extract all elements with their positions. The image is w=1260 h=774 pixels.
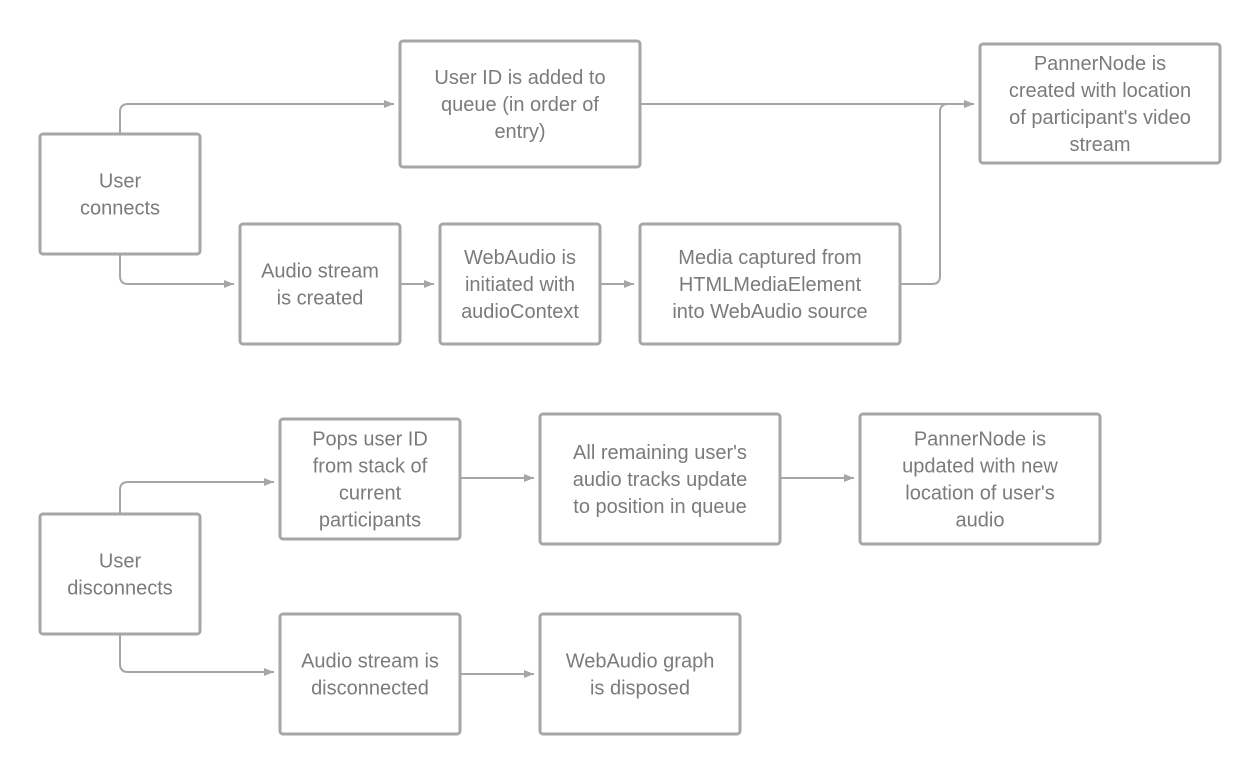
node-label-line: PannerNode is	[1034, 53, 1166, 75]
node-label-line: created with location	[1009, 80, 1191, 102]
node-remaining-audio-tracks-update: All remaining user's audio tracks update t…	[538, 412, 782, 546]
node-label-line: participants	[319, 510, 421, 532]
node-label-line: disconnected	[311, 678, 429, 700]
node-frame	[538, 612, 742, 736]
node-label-line: WebAudio graph	[566, 651, 715, 673]
node-frame	[858, 412, 1102, 546]
node-label-line: entry)	[494, 121, 545, 143]
arrow-media-captured-to-panner-created	[901, 100, 974, 285]
node-label-line: into WebAudio source	[672, 301, 867, 323]
node-frame	[278, 612, 462, 736]
node-panner-node-created: PannerNode is created with location of par…	[978, 42, 1222, 165]
connectors-connect-flow	[119, 100, 974, 288]
node-label-line: Media captured from	[678, 247, 861, 269]
node-frame	[638, 222, 902, 346]
arrow-user-connects-to-audio-stream	[119, 254, 234, 288]
arrow-user-connects-to-queue	[119, 100, 394, 134]
node-label-line: User	[99, 551, 142, 573]
arrow-user-disconnects-to-stream-disconnected	[119, 634, 274, 676]
node-label-line: is disposed	[590, 678, 690, 700]
node-label-line: updated with new	[902, 456, 1058, 478]
node-label-line: Audio stream is	[301, 651, 439, 673]
node-label-line: location of user's	[905, 483, 1054, 505]
node-label-line: audio tracks update	[573, 469, 748, 491]
node-user-connects: User connects	[38, 132, 202, 256]
node-label-line: connects	[80, 198, 160, 220]
node-frame	[398, 39, 642, 169]
node-label-line: audio	[956, 510, 1005, 532]
node-label-line: of participant's video	[1009, 107, 1191, 129]
node-webaudio-initiated: WebAudio is initiated with audioContext	[438, 222, 602, 346]
node-frame	[38, 512, 202, 636]
node-label-line: audioContext	[461, 301, 579, 323]
node-label-line: from stack of	[313, 456, 428, 478]
node-pops-user-id: Pops user ID from stack of current particip…	[278, 417, 462, 541]
node-label-line: WebAudio is	[464, 247, 576, 269]
node-label-line: User	[99, 171, 142, 193]
node-label-line: disconnects	[67, 578, 173, 600]
node-frame	[978, 42, 1222, 165]
node-frame	[438, 222, 602, 346]
node-label-line: PannerNode is	[914, 429, 1046, 451]
node-audio-stream-disconnected: Audio stream is disconnected	[278, 612, 462, 736]
node-label-line: initiated with	[465, 274, 575, 296]
node-frame	[238, 222, 402, 346]
node-panner-node-updated: PannerNode is updated with new location of…	[858, 412, 1102, 546]
node-label-line: Audio stream	[261, 261, 379, 283]
arrow-user-disconnects-to-pops	[119, 478, 274, 514]
node-frame	[538, 412, 782, 546]
connectors-disconnect-flow	[119, 474, 854, 678]
node-label-line: User ID is added to	[434, 67, 605, 89]
node-audio-stream-created: Audio stream is created	[238, 222, 402, 346]
node-label-line: HTMLMediaElement	[679, 274, 862, 296]
node-webaudio-graph-disposed: WebAudio graph is disposed	[538, 612, 742, 736]
node-frame	[38, 132, 202, 256]
node-label-line: All remaining user's	[573, 442, 747, 464]
node-label-line: to position in queue	[573, 496, 746, 518]
node-label-line: is created	[277, 288, 364, 310]
node-frame	[278, 417, 462, 541]
node-user-disconnects: User disconnects	[38, 512, 202, 636]
node-label-line: current	[339, 483, 402, 505]
node-user-id-added-to-queue: User ID is added to queue (in order of ent…	[398, 39, 642, 169]
node-label-line: stream	[1069, 134, 1130, 156]
node-label-line: Pops user ID	[312, 429, 428, 451]
node-label-line: queue (in order of	[441, 94, 599, 116]
